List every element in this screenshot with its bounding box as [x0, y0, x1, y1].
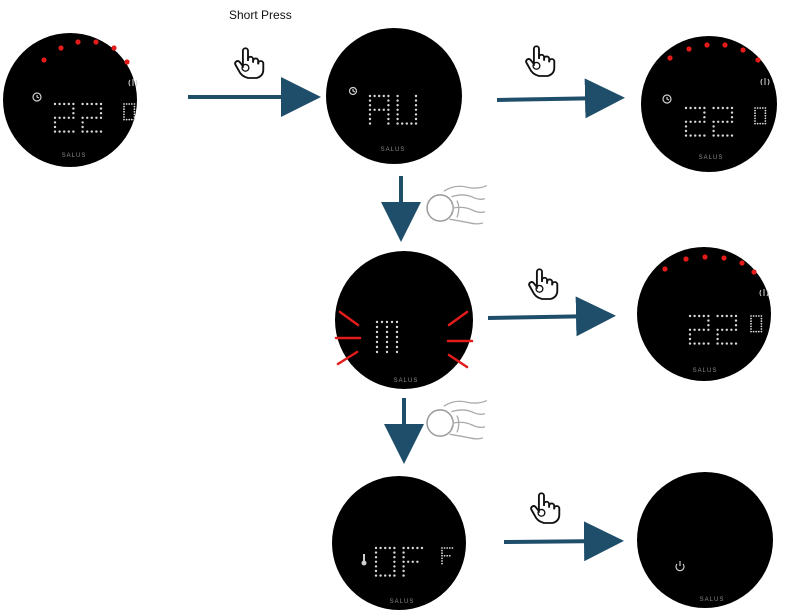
hand-rotate-dial-icon — [426, 399, 488, 440]
flash-rays — [334, 310, 474, 369]
led-indicator — [667, 55, 673, 61]
power-icon — [675, 561, 685, 572]
wireless-icon — [760, 78, 770, 86]
wireless-icon — [759, 289, 769, 297]
mode-readout — [368, 94, 418, 125]
led-indicator — [58, 45, 64, 51]
display-auto-temp-result — [641, 36, 777, 172]
temp-readout — [684, 106, 734, 137]
led-indicator — [683, 256, 689, 262]
arrow-right — [487, 296, 616, 337]
led-indicator — [111, 45, 117, 51]
temp-readout — [53, 102, 103, 133]
led-indicator — [124, 59, 130, 65]
clock-icon — [662, 94, 672, 104]
frost-thermometer-icon — [361, 554, 367, 566]
led-indicator — [740, 47, 746, 53]
mode-readout — [374, 546, 424, 577]
led-indicator — [704, 42, 710, 48]
led-indicator — [751, 269, 757, 275]
temp-decimal — [750, 315, 763, 333]
brand-logo: SALUS — [700, 597, 725, 603]
display-manual-mode — [335, 251, 473, 389]
led-indicator — [739, 260, 745, 266]
hand-rotate-dial-icon — [426, 184, 488, 225]
clock-icon — [32, 92, 42, 102]
arrow-right — [496, 78, 625, 119]
hand-press-icon — [234, 47, 265, 79]
led-indicator — [41, 57, 47, 63]
brand-logo: SALUS — [699, 155, 724, 161]
led-indicator — [75, 39, 81, 45]
clock-icon — [348, 86, 358, 96]
led-indicator — [702, 254, 708, 260]
display-auto-temp — [3, 33, 137, 167]
brand-logo: SALUS — [693, 368, 718, 374]
hand-press-icon — [525, 45, 556, 77]
display-manual-temp — [637, 247, 771, 381]
hand-press-icon — [530, 492, 561, 524]
led-indicator — [93, 39, 99, 45]
temp-readout — [688, 314, 738, 345]
led-indicator — [722, 42, 728, 48]
display-off-mode — [332, 476, 466, 610]
brand-logo: SALUS — [390, 599, 415, 605]
temp-decimal — [754, 107, 767, 125]
display-auto-mode — [326, 28, 462, 164]
brand-logo: SALUS — [62, 153, 87, 159]
hand-press-icon — [528, 268, 559, 300]
brand-logo: SALUS — [381, 147, 406, 153]
led-indicator — [721, 255, 727, 261]
led-indicator — [686, 46, 692, 52]
flow-arrows — [188, 77, 625, 562]
arrow-right — [503, 521, 624, 562]
brand-logo: SALUS — [394, 378, 419, 384]
mode-readout-suffix — [441, 547, 454, 565]
led-indicator — [662, 266, 668, 272]
display-off-blank — [637, 472, 773, 608]
wireless-icon — [128, 79, 138, 87]
short-press-caption: Short Press — [229, 8, 292, 22]
temp-decimal — [123, 103, 136, 121]
mode-readout — [375, 320, 399, 354]
led-indicator — [755, 57, 761, 63]
